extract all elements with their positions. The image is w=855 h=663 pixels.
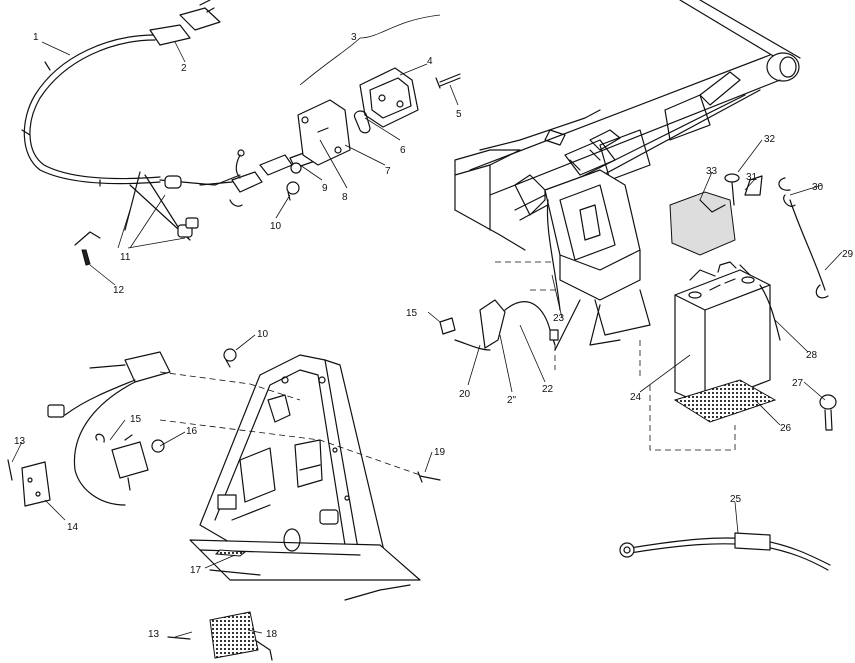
callout-25: 25 [730,494,742,505]
callout-27: 27 [792,378,804,389]
callout-28: 28 [806,350,818,361]
screw-13-lower [167,636,191,640]
grommet-10-upper [286,181,300,201]
washer-15-left [95,433,105,443]
mounting-plate-17 [189,354,421,601]
connector-2 [149,0,221,46]
wire-harness-1 [21,34,241,241]
bolt-19-axis [159,419,421,476]
callout-10-lower: 10 [257,329,269,340]
callout-18: 18 [266,629,278,640]
cdi-box [47,351,171,506]
battery-cover-33 [669,191,736,256]
callout-26: 26 [780,423,792,434]
callout-19: 19 [434,447,446,458]
battery-holder-bracket [495,139,651,380]
hook-30 [778,177,791,191]
callout-8: 8 [342,192,348,203]
callout-5: 5 [456,109,462,120]
bolt-31 [744,175,763,196]
callout-32: 32 [764,134,776,145]
callout-11: 11 [120,252,131,263]
ignition-coil-16 [111,434,165,491]
callout-6: 6 [400,145,406,156]
callout-24: 24 [630,392,642,403]
strap-29 [789,199,826,291]
bolt-5 [435,73,461,89]
battery-pad-26 [649,379,777,451]
callout-7: 7 [385,166,391,177]
bulb-6 [353,110,371,134]
callout-13-lower: 13 [148,629,160,640]
callout-17: 17 [190,565,202,576]
bolt-19 [417,471,441,483]
callout-20: 20 [459,389,471,400]
battery-24 [674,261,771,406]
callout-23: 23 [553,313,565,324]
callout-21: 2" [507,395,517,406]
leader-lines [11,14,843,638]
callout-33: 33 [706,166,718,177]
taillight-housing-8 [297,99,351,166]
bolt-27 [819,394,837,431]
callout-15-right: 15 [406,308,418,319]
ground-bracket-21 [439,299,506,351]
bolt-32 [724,173,740,206]
callout-2: 2 [181,63,187,74]
harness-connector-11 [177,217,199,238]
callout-4: 4 [427,56,433,67]
screw-13-upper [7,459,13,481]
callout-10-upper: 10 [270,221,282,232]
callout-31: 31 [746,172,758,183]
callout-1: 1 [33,32,39,43]
callout-30: 30 [812,182,824,193]
grommet-10-lower [223,348,237,368]
callout-9: 9 [322,183,328,194]
bracket-14 [21,461,51,507]
harness-connector-block [199,149,263,207]
callout-12: 12 [113,285,125,296]
wire-23 [546,199,561,311]
cable-28 [759,284,781,341]
callout-29: 29 [842,249,854,260]
clip-12 [74,231,101,266]
regulator-18 [209,611,273,661]
callout-15-left: 15 [130,414,142,425]
wire-22-terminal [549,329,559,341]
callout-13-upper: 13 [14,436,26,447]
callout-16: 16 [186,426,198,437]
callout-22: 22 [542,384,554,395]
callout-14: 14 [67,522,79,533]
wire-22 [504,301,556,346]
callout-3: 3 [351,32,357,43]
taillight-lens-4 [359,67,419,128]
ground-cable-25 [619,532,831,571]
